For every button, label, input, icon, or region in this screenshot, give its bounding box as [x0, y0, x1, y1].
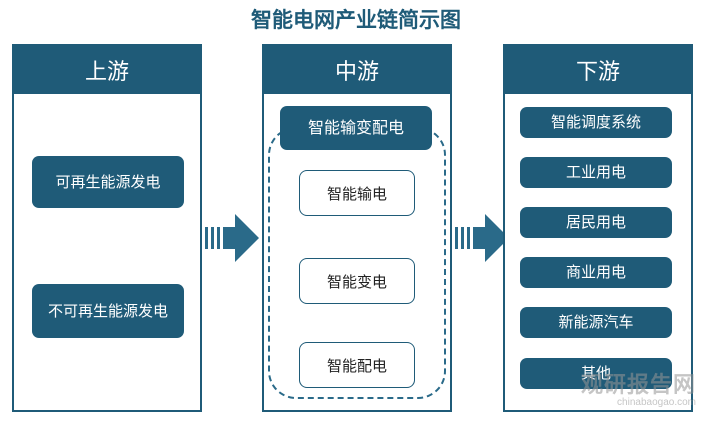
upstream-item-renewable: 可再生能源发电 — [32, 156, 184, 208]
upstream-column: 上游 可再生能源发电 不可再生能源发电 — [12, 44, 202, 412]
midstream-group-label: 智能输变配电 — [280, 106, 432, 150]
midstream-item-transmission: 智能输电 — [299, 170, 415, 216]
diagram-title: 智能电网产业链简示图 — [251, 8, 461, 32]
downstream-item-other: 其他 — [520, 358, 672, 389]
flow-arrow-2 — [455, 214, 509, 262]
downstream-item-industrial: 工业用电 — [520, 157, 672, 188]
downstream-item-dispatch-system: 智能调度系统 — [520, 107, 672, 138]
midstream-item-distribution: 智能配电 — [299, 342, 415, 388]
downstream-item-residential: 居民用电 — [520, 207, 672, 238]
watermark-sub: chinabaogao.com — [617, 396, 696, 408]
watermark-main: 观研报告网 — [580, 373, 696, 399]
downstream-item-commercial: 商业用电 — [520, 257, 672, 288]
flow-arrow-1 — [205, 214, 259, 262]
midstream-header: 中游 — [264, 46, 450, 94]
upstream-header: 上游 — [14, 46, 200, 94]
downstream-item-ev: 新能源汽车 — [520, 307, 672, 338]
upstream-item-nonrenewable: 不可再生能源发电 — [32, 284, 184, 338]
watermark: 观研报告网 chinabaogao.com — [581, 374, 696, 408]
downstream-header: 下游 — [505, 46, 691, 94]
midstream-item-transformation: 智能变电 — [299, 258, 415, 304]
